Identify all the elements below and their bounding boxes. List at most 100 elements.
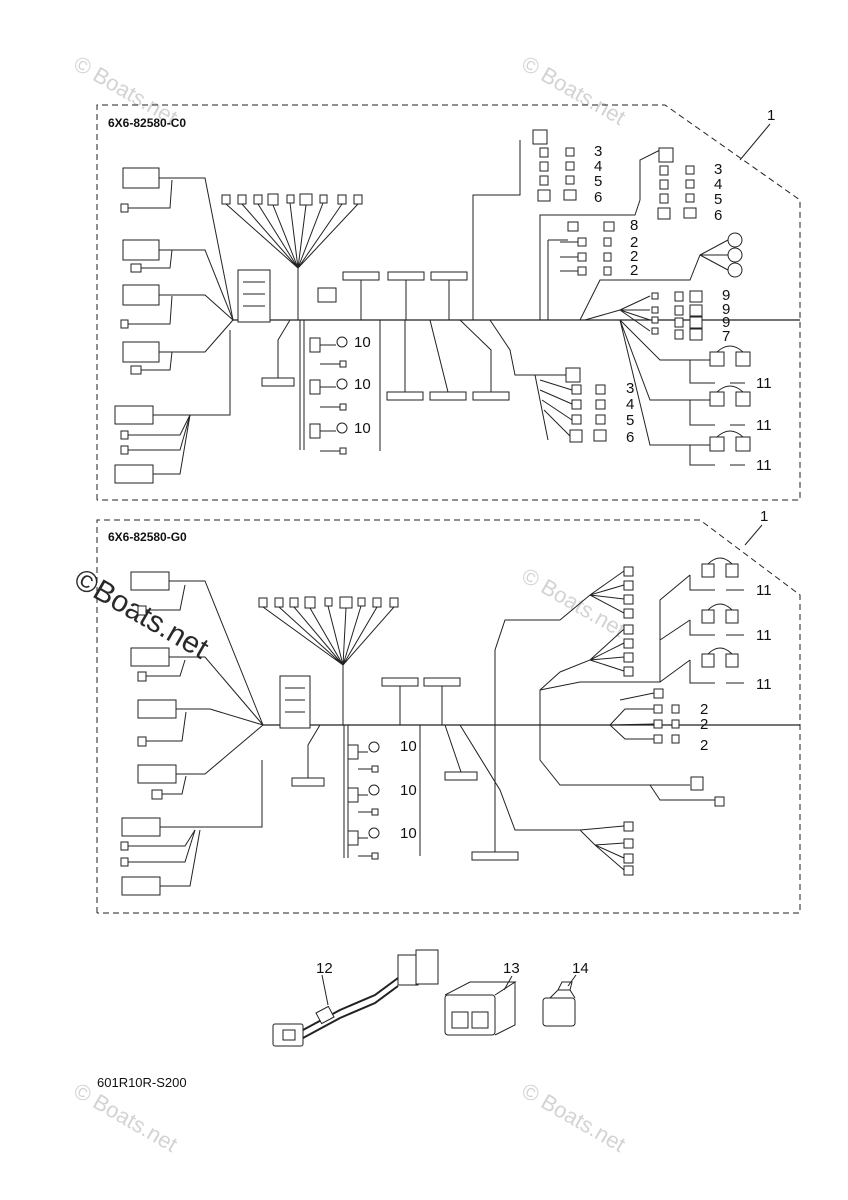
part-label-2: 2 (630, 234, 638, 251)
connector (532, 129, 548, 145)
part-label-5: 5 (714, 191, 722, 208)
connector (137, 736, 147, 747)
connector (565, 175, 575, 185)
connector (685, 165, 695, 175)
connector (130, 647, 170, 667)
connector (727, 232, 743, 248)
connector (563, 189, 577, 201)
connector (653, 688, 664, 699)
part-label-10: 10 (354, 334, 371, 351)
connector (291, 777, 325, 787)
connector (571, 414, 582, 425)
connector (623, 594, 634, 605)
connector (371, 808, 379, 816)
connector (671, 719, 680, 729)
connector (623, 624, 634, 635)
connector (653, 704, 663, 714)
connector (122, 167, 160, 189)
connector (623, 566, 634, 577)
part-12-extension-harness: 12 (272, 949, 439, 1047)
watermark-2: © Boats.net (518, 51, 630, 130)
connector (429, 391, 467, 401)
bottom-right-lower-group (459, 724, 725, 876)
connector (371, 852, 379, 860)
connector (357, 597, 366, 607)
connector (261, 377, 295, 387)
part-label-11: 11 (756, 676, 772, 693)
connector (347, 830, 359, 846)
connector (121, 817, 161, 837)
connector (309, 423, 321, 439)
connector (651, 316, 659, 324)
part-label-2: 2 (700, 701, 708, 718)
relay-block (237, 269, 271, 323)
connector (381, 677, 419, 687)
bottom-right-group-11: 11 11 11 (539, 557, 772, 693)
connector (137, 699, 177, 719)
connector (339, 596, 353, 609)
connector (735, 391, 751, 407)
connector (623, 821, 634, 832)
connector (685, 193, 695, 203)
watermark-3: © Boats.net (518, 563, 630, 642)
top-right-group-b: 3 4 5 6 (539, 147, 722, 320)
connector (623, 608, 634, 619)
connector (685, 179, 695, 189)
part-label-5: 5 (626, 412, 634, 429)
connector (267, 193, 279, 206)
connector (122, 341, 160, 363)
connector (423, 677, 461, 687)
connector (539, 175, 549, 186)
part-label-11: 11 (756, 627, 772, 644)
connector (451, 1011, 469, 1029)
part-label-3: 3 (714, 161, 722, 178)
part-label-2: 2 (630, 262, 638, 279)
part-label-9: 9 (722, 301, 730, 318)
connector (727, 247, 743, 263)
connector (387, 271, 425, 281)
connector (701, 653, 715, 668)
bottom-fan-connectors (258, 596, 399, 725)
connector (309, 379, 321, 395)
connector (577, 252, 587, 262)
part-13-connector: 13 (444, 960, 520, 1036)
connector (304, 596, 316, 609)
connector (725, 609, 739, 624)
connector (671, 734, 680, 744)
connector (339, 447, 347, 455)
connector (674, 305, 684, 316)
top-right-group-c: 8 2 2 2 (547, 217, 743, 321)
connector (120, 445, 129, 455)
part-label-10: 10 (400, 738, 417, 755)
connector (603, 237, 612, 247)
connector (430, 271, 468, 281)
connector (690, 776, 704, 791)
bottom-right-upper-group (539, 566, 634, 725)
connector (122, 239, 160, 261)
connector (727, 262, 743, 278)
connector (623, 865, 634, 876)
connector (120, 203, 129, 213)
connector (623, 853, 634, 864)
top-trunk-connectors (261, 271, 510, 401)
connector (539, 147, 549, 158)
connector (689, 316, 703, 329)
bottom-left-wires (128, 580, 800, 887)
part-label-9: 9 (722, 287, 730, 304)
connector (623, 838, 634, 849)
connector (289, 597, 299, 608)
connector (130, 571, 170, 591)
connector (701, 563, 715, 578)
part-label-6: 6 (594, 189, 602, 206)
bottom-relay-block (279, 675, 311, 729)
top-left-connectors (114, 167, 160, 484)
connector (120, 857, 129, 867)
part-label-12: 12 (316, 960, 333, 977)
part-label-11: 11 (756, 582, 772, 599)
top-bottom-right-group: 3 4 5 6 (489, 319, 634, 446)
connector (735, 351, 751, 367)
top-right-group-d: 9 9 9 7 (584, 287, 730, 345)
connector (336, 378, 348, 390)
part-label-6: 6 (626, 429, 634, 446)
